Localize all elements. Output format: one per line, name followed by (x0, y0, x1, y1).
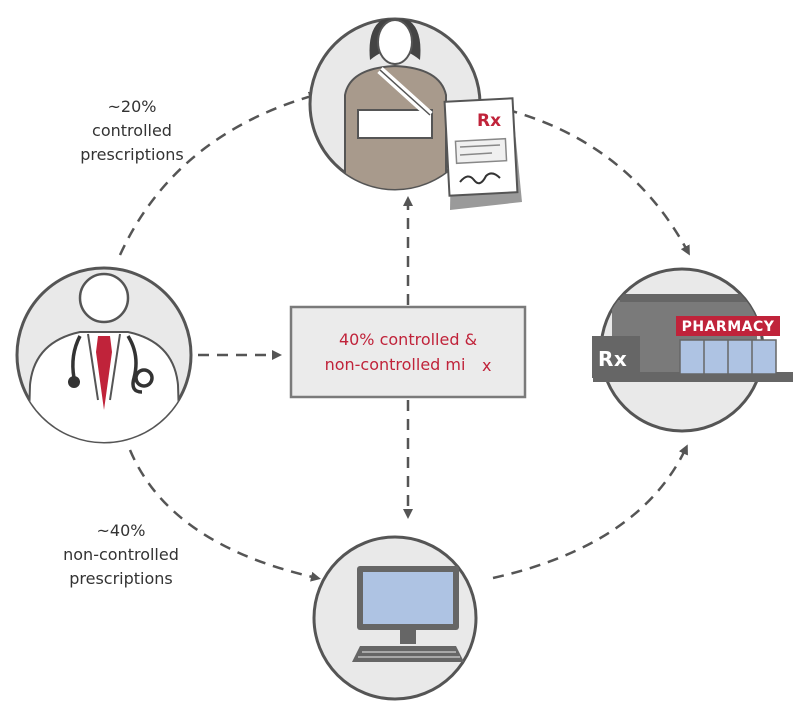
prescription-icon: Rx (443, 97, 522, 210)
mixed-prescriptions-box: 40% controlled & non-controlled mi x (289, 305, 527, 399)
patient-flow-label: ~20% controlled prescriptions (80, 97, 184, 164)
electronic-flow-type: non-controlled (63, 545, 179, 564)
computer-node (312, 535, 478, 701)
doctor-node (15, 266, 193, 444)
stethoscope-icon (68, 335, 154, 394)
electronic-flow-percent: ~40% (97, 521, 146, 540)
connectors (118, 91, 690, 582)
arrow-doctor-to-computer (128, 449, 321, 582)
patient-icon (344, 19, 447, 189)
computer-screen (363, 572, 453, 624)
mixed-line2: non-controlled mi (325, 355, 466, 374)
patient-flow-percent: ~20% (108, 97, 157, 116)
electronic-flow-label: ~40% non-controlled prescriptions (63, 521, 179, 588)
electronic-flow-unit: prescriptions (69, 569, 173, 588)
doctor-icon (26, 272, 182, 442)
patient-flow-unit: prescriptions (80, 145, 184, 164)
mixed-line1: 40% controlled & (339, 330, 477, 349)
pharmacy-sign (676, 316, 780, 336)
arrow-doctor-to-patient (118, 91, 319, 256)
arrow-computer-to-pharmacy (492, 444, 688, 580)
prescription-rx: Rx (477, 111, 501, 131)
mixed-line2-tail: x (482, 356, 491, 375)
pharmacy-node: PHARMACY Rx (592, 267, 793, 433)
keyboard (352, 646, 464, 662)
pharmacy-sign-text: PHARMACY (682, 319, 775, 335)
patient-node: Rx (308, 17, 522, 210)
computer-icon (352, 566, 464, 662)
pharmacy-rx: Rx (598, 347, 627, 371)
patient-flow-type: controlled (92, 121, 172, 140)
